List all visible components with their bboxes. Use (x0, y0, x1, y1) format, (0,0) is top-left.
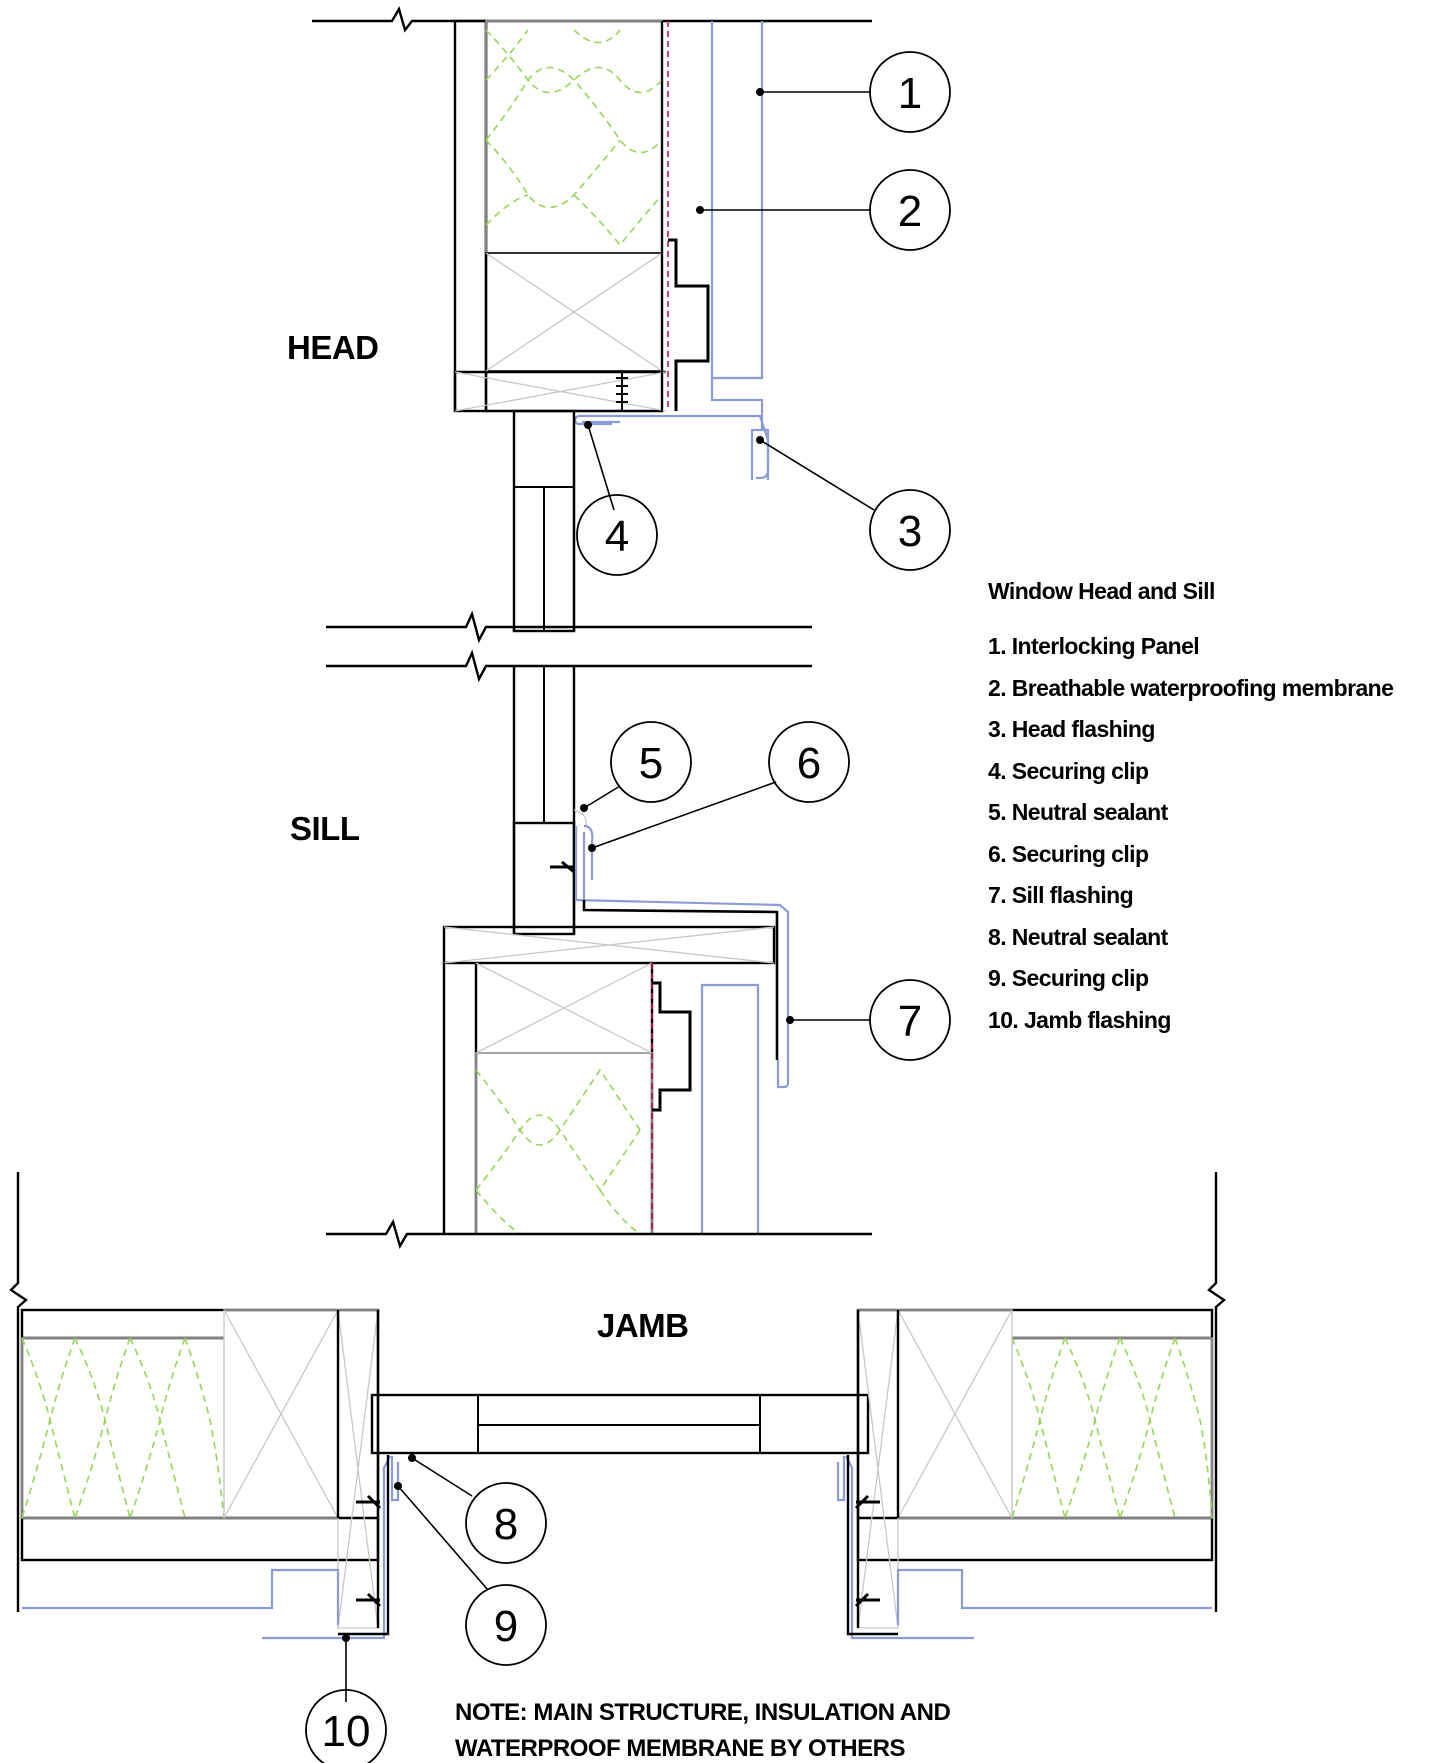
head-flashing (578, 414, 770, 480)
sill-clip (574, 824, 594, 900)
jamb-right-panel (896, 1568, 1212, 1625)
callout-4: 4 (576, 494, 658, 576)
sill-section (326, 666, 872, 1250)
sill-label: SILL (290, 810, 360, 847)
callout-3: 3 (869, 489, 951, 571)
callout-4-number: 4 (605, 512, 629, 561)
callout-5: 5 (610, 721, 692, 803)
callout-10-number: 10 (322, 1707, 371, 1756)
callout-9-number: 9 (494, 1602, 518, 1651)
legend-item: 4. Securing clip (988, 757, 1149, 784)
legend-item: 1. Interlocking Panel (988, 633, 1200, 659)
legend-item: 10. Jamb flashing (988, 1006, 1171, 1033)
jamb-right-insulation (1011, 1337, 1213, 1519)
sill-break-line (326, 1218, 872, 1250)
legend-item: 7. Sill flashing (988, 882, 1134, 908)
head-z-bar (668, 238, 710, 411)
callout-8: 8 (465, 1482, 547, 1564)
sill-panel (700, 983, 760, 1234)
legend-item: 8. Neutral sealant (988, 923, 1168, 950)
sill-window-frame (512, 821, 576, 936)
legend-item: 2. Breathable waterproofing membrane (988, 674, 1394, 701)
callout-2: 2 (869, 169, 951, 251)
jamb-label: JAMB (597, 1307, 689, 1344)
head-label: HEAD (287, 329, 379, 366)
legend: Window Head and Sill 1. Interlocking Pan… (988, 578, 1438, 1041)
callout-10: 10 (305, 1689, 387, 1763)
jamb-left-panel (22, 1568, 340, 1625)
head-panel (710, 21, 764, 380)
note-line-1: NOTE: MAIN STRUCTURE, INSULATION AND (455, 1699, 950, 1726)
jamb-right-wall (856, 1308, 1214, 1562)
callout-3-number: 3 (898, 507, 922, 556)
callout-2-number: 2 (898, 187, 922, 236)
jamb-left-flashing (262, 1455, 391, 1640)
sill-flashing (575, 898, 790, 1089)
legend-title: Window Head and Sill (988, 578, 1215, 604)
callout-7-number: 7 (898, 997, 922, 1046)
legend-item: 3. Head flashing (988, 716, 1155, 742)
legend-list: 1. Interlocking Panel 2. Breathable wate… (988, 626, 1438, 1041)
leader-lines (342, 88, 875, 1702)
callout-5-number: 5 (639, 739, 663, 788)
head-break-line (312, 5, 872, 33)
legend-item: 6. Securing clip (988, 840, 1149, 867)
legend-item: 5. Neutral sealant (988, 799, 1168, 825)
jamb-section (9, 1172, 1226, 1640)
jamb-right-flashing (845, 1455, 974, 1640)
callout-9: 9 (465, 1584, 547, 1666)
callout-8-number: 8 (494, 1500, 518, 1549)
head-wall-inner-board (453, 19, 488, 413)
jamb-left-wall (20, 1308, 380, 1562)
callout-7: 7 (869, 979, 951, 1061)
note-line-2: WATERPROOF MEMBRANE BY OTHERS (455, 1735, 905, 1762)
sill-z-bar (652, 981, 692, 1112)
callout-1-number: 1 (898, 69, 922, 118)
sill-sealant (573, 809, 587, 827)
head-screw (616, 372, 628, 410)
jamb-window-frame (370, 1393, 870, 1455)
head-insulation (485, 20, 663, 254)
callout-1: 1 (869, 51, 951, 133)
window-break (326, 610, 812, 683)
callout-6-number: 6 (797, 739, 821, 788)
head-section (312, 5, 872, 633)
legend-item: 9. Securing clip (988, 965, 1149, 991)
sill-insulation (475, 1052, 653, 1235)
callout-6: 6 (768, 721, 850, 803)
